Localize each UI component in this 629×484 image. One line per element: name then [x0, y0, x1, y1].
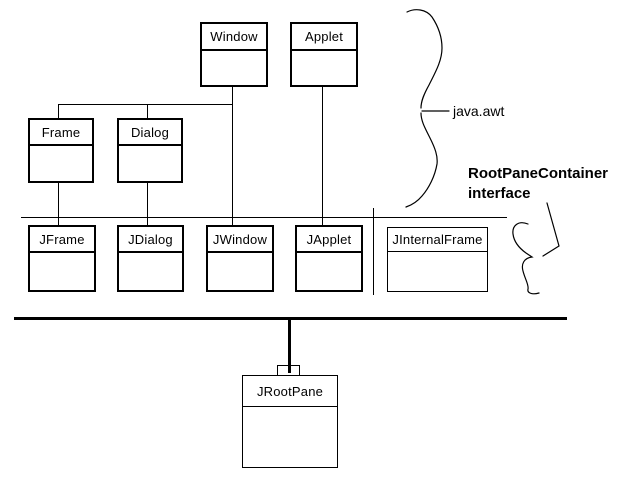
class-box-dialog: Dialog [117, 118, 183, 183]
java-awt-brace-icon [405, 9, 443, 208]
inheritance-line-dialog-jdialog [147, 183, 148, 225]
class-box-jwindow: JWindow [206, 225, 274, 292]
class-box-window: Window [200, 22, 268, 87]
interface-label: RootPaneContainer interface [468, 164, 608, 204]
class-name-label: JInternalFrame [388, 228, 487, 252]
inheritance-branch-line [58, 104, 233, 105]
inheritance-line-frame-jframe [58, 183, 59, 225]
class-box-frame: Frame [28, 118, 94, 183]
class-box-jdialog: JDialog [117, 225, 184, 292]
class-box-jrootpane: JRootPane [242, 375, 338, 468]
class-name-label: JWindow [208, 227, 272, 253]
class-name-label: JRootPane [243, 376, 337, 407]
class-box-jframe: JFrame [28, 225, 96, 292]
class-box-applet: Applet [290, 22, 358, 87]
swing-package-boundary-line [21, 217, 507, 218]
inheritance-line-window-jwindow [232, 87, 233, 225]
inheritance-line-window-frame [58, 104, 59, 118]
interface-label-line1: RootPaneContainer [468, 165, 609, 182]
class-name-label: Window [202, 24, 266, 51]
class-box-jinternalframe: JInternalFrame [387, 227, 488, 292]
rootpane-brace-icon [512, 222, 540, 295]
rootpane-pointer-line [542, 202, 560, 257]
class-name-label: JFrame [30, 227, 94, 253]
class-name-label: Dialog [119, 120, 181, 146]
interface-label-line2: interface [468, 185, 531, 202]
group-separator-line [373, 208, 374, 295]
class-box-japplet: JApplet [295, 225, 363, 292]
class-name-label: Applet [292, 24, 356, 51]
inheritance-line-window-dialog [147, 104, 148, 118]
class-name-label: JDialog [119, 227, 182, 253]
class-name-label: Frame [30, 120, 92, 146]
rootpane-drop-line [288, 320, 291, 373]
rootpane-aggregation-bar [14, 317, 567, 320]
package-label: java.awt [453, 103, 505, 119]
inheritance-line-applet-japplet [322, 87, 323, 225]
class-name-label: JApplet [297, 227, 361, 253]
